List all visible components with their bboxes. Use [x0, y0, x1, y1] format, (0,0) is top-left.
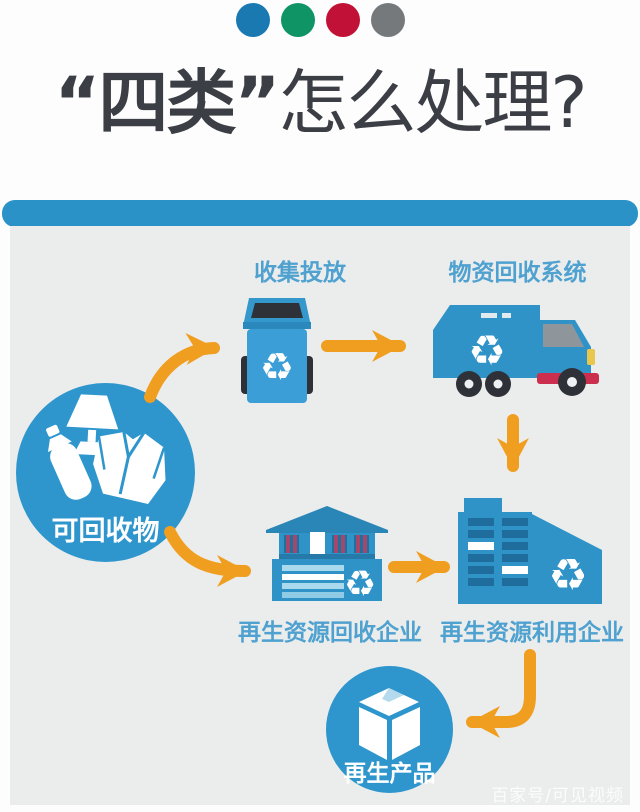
title-rest-text: 怎么处理?: [278, 62, 587, 144]
collect-label: 收集投放: [254, 260, 346, 286]
recycle-truck-icon: ♻: [433, 305, 599, 397]
system-label: 物资回收系统: [448, 260, 587, 286]
factory-icon: ♻: [458, 498, 602, 604]
jacket-icon: [93, 431, 166, 505]
category-dot-blue: [235, 3, 270, 37]
category-dots: [0, 3, 640, 37]
divider-bar: [2, 200, 638, 227]
category-dot-red: [325, 3, 360, 37]
recycling-company-label: 再生资源回收企业: [238, 620, 422, 646]
utilization-company-label: 再生资源利用企业: [440, 620, 624, 646]
category-dot-green: [280, 3, 315, 37]
recyclable-badge: 可回收物: [16, 383, 195, 562]
recycle-symbol-icon: ♻: [468, 326, 506, 375]
factory-windows: [468, 518, 528, 586]
product-badge: 再生产品: [326, 666, 453, 793]
watermark: 百家号/可见视频: [491, 786, 624, 806]
bottle-icon: [46, 424, 92, 500]
recycle-symbol-icon: ♻: [260, 345, 294, 389]
recycle-symbol-icon: ♻: [548, 550, 587, 601]
package-box-icon: [359, 688, 420, 760]
page-title: “四类”怎么处理?: [0, 56, 640, 151]
recyclable-items-icons: [46, 394, 166, 505]
recycle-symbol-icon: ♻: [344, 564, 376, 601]
house-icon: ♻: [266, 506, 388, 601]
title-quoted-text: “四类”: [54, 62, 280, 144]
recycle-bin-icon: ♻: [241, 298, 313, 403]
product-label: 再生产品: [343, 761, 436, 787]
category-dot-gray: [370, 3, 405, 37]
recyclable-label: 可回收物: [51, 516, 160, 547]
house-windows: [284, 532, 369, 554]
